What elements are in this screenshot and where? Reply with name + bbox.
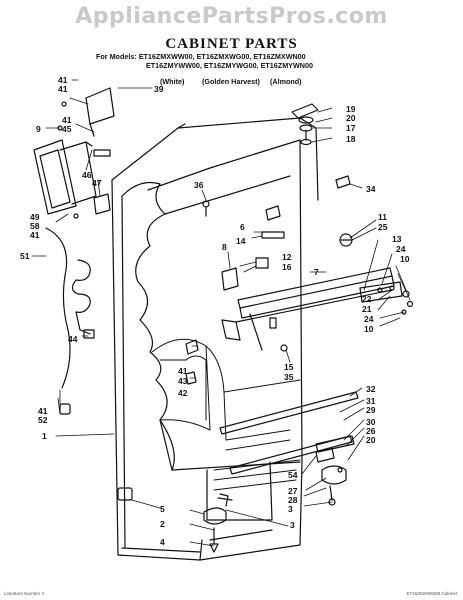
callout-14: 14 xyxy=(236,236,246,246)
mullion-rail xyxy=(221,267,395,351)
callout-46: 46 xyxy=(82,170,92,180)
leveling-legs xyxy=(59,403,335,553)
models-line-1: For Models: ET16ZMXWW00, ET16ZMXWG00, ET… xyxy=(96,52,306,61)
bottom-trim-rail xyxy=(219,391,359,475)
callout-10b: 10 xyxy=(364,324,374,334)
callout-21: 21 xyxy=(362,304,372,314)
callout-10: 10 xyxy=(400,254,410,264)
callout-9: 9 xyxy=(36,124,41,134)
callout-58: 58 xyxy=(30,221,40,231)
callout-24: 24 xyxy=(396,244,406,254)
footer-right: ET16ZMXWW00 Cabinet xyxy=(406,591,457,596)
callout-42: 42 xyxy=(178,388,188,398)
callout-7: 7 xyxy=(314,267,319,277)
callout-15: 15 xyxy=(284,362,294,372)
color-golden-harvest: (Golden Harvest) xyxy=(202,77,260,86)
center-small-parts xyxy=(185,200,288,385)
callout-2: 2 xyxy=(160,519,165,529)
callout-6: 6 xyxy=(240,222,245,232)
callout-54: 54 xyxy=(288,470,298,480)
right-hinge-parts xyxy=(339,233,414,315)
callout-29: 29 xyxy=(366,405,376,415)
callout-20: 20 xyxy=(346,113,356,123)
control-housing xyxy=(33,87,115,219)
color-almond: (Almond) xyxy=(270,77,302,86)
callout-22: 22 xyxy=(362,294,372,304)
callout-16: 16 xyxy=(282,262,292,272)
callout-49: 49 xyxy=(30,212,40,222)
callout-20b: 20 xyxy=(366,435,376,445)
callout-31: 31 xyxy=(366,396,376,406)
callout-41: 41 xyxy=(58,75,68,85)
callout-45: 45 xyxy=(62,124,72,134)
callout-13: 13 xyxy=(392,234,402,244)
callout-5: 5 xyxy=(160,504,165,514)
callout-41d: 41 xyxy=(30,230,40,240)
callout-11: 11 xyxy=(378,212,387,222)
plug-button xyxy=(335,175,351,189)
callout-28: 28 xyxy=(288,495,298,505)
color-white: (White) xyxy=(160,77,185,86)
callout-30: 30 xyxy=(366,417,376,427)
callout-19: 19 xyxy=(346,104,356,114)
callout-47: 47 xyxy=(92,178,102,188)
callout-41b: 41 xyxy=(58,84,68,94)
top-hinge xyxy=(291,103,319,146)
drain-tube xyxy=(45,227,95,389)
callout-41-mid: 41 xyxy=(178,366,188,376)
callout-3-right: 3 xyxy=(288,504,293,514)
callout-41e: 41 xyxy=(38,406,48,416)
callout-27: 27 xyxy=(288,486,298,496)
callout-labels: 41 41 39 9 41 45 46 47 49 58 41 51 44 41… xyxy=(20,75,410,547)
leader-lines xyxy=(31,79,411,547)
callout-35: 35 xyxy=(284,372,294,382)
callout-1: 1 xyxy=(42,431,47,441)
callout-18: 18 xyxy=(346,134,356,144)
callout-3: 3 xyxy=(290,520,295,530)
cabinet-shell xyxy=(111,117,319,561)
callout-36: 36 xyxy=(194,180,204,190)
callout-52: 52 xyxy=(38,415,48,425)
callout-4: 4 xyxy=(160,537,165,547)
callout-24b: 24 xyxy=(364,314,374,324)
callout-12: 12 xyxy=(282,252,292,262)
callout-43: 43 xyxy=(178,376,188,386)
callout-25: 25 xyxy=(378,222,388,232)
footer-left: Literature Number 4 xyxy=(4,591,45,596)
callout-26: 26 xyxy=(366,426,376,436)
callout-32: 32 xyxy=(366,384,376,394)
watermark: AppliancePartsPros.com xyxy=(75,4,388,29)
diagram-title: CABINET PARTS xyxy=(165,36,298,52)
lower-hinge xyxy=(315,435,355,506)
callout-41c: 41 xyxy=(62,115,72,125)
models-line-2: ET16ZMYWW00, ET16ZMYWG00, ET16ZMYWN00 xyxy=(146,61,313,70)
callout-51: 51 xyxy=(20,251,30,261)
callout-39: 39 xyxy=(154,84,164,94)
callout-8: 8 xyxy=(222,242,227,252)
callout-34: 34 xyxy=(366,184,376,194)
callout-44: 44 xyxy=(68,334,78,344)
callout-17: 17 xyxy=(346,123,356,133)
lower-compartment xyxy=(151,338,301,491)
